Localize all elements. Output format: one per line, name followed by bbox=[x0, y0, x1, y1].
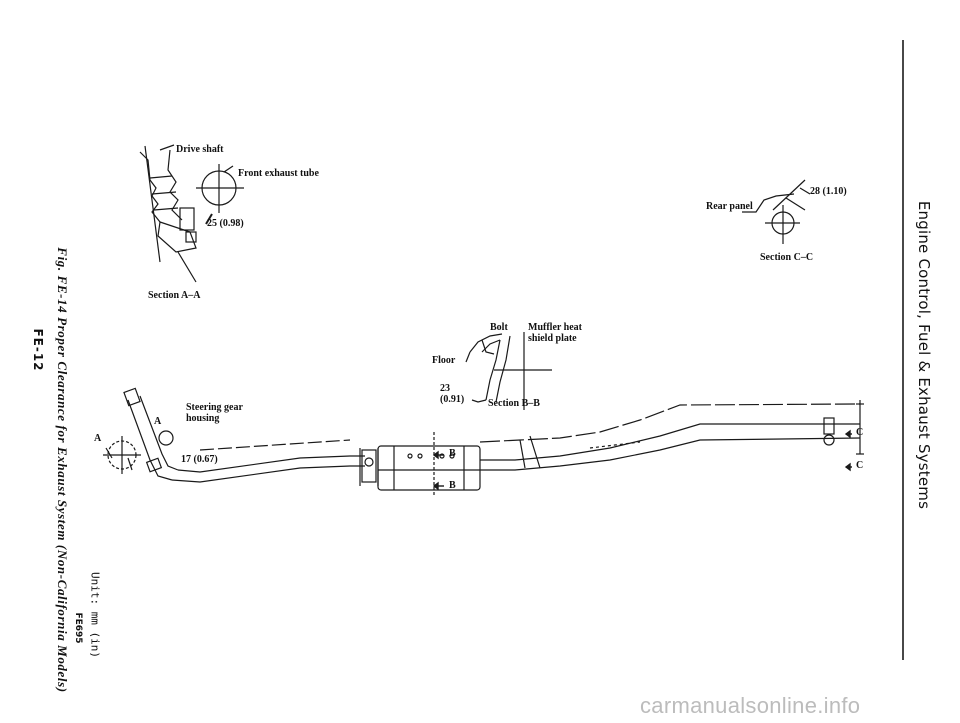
main-exhaust-drawing bbox=[103, 387, 864, 496]
section-c-title: Section C–C bbox=[760, 252, 814, 263]
front-exhaust-tube-label: Front exhaust tube bbox=[238, 168, 319, 179]
steering-gear-label-1: Steering gear bbox=[186, 402, 243, 413]
section-b-b-drawing bbox=[465, 332, 552, 410]
section-c-clearance: 28 (1.10) bbox=[810, 186, 847, 197]
figure-code: FE695 bbox=[73, 612, 83, 644]
marker-b-bottom: B bbox=[449, 480, 456, 491]
section-markers bbox=[432, 429, 852, 491]
section-c-c-drawing bbox=[742, 179, 811, 244]
drive-shaft-label: Drive shaft bbox=[176, 144, 224, 155]
page-number: FE-12 bbox=[31, 328, 45, 372]
main-clearance-label: 17 (0.67) bbox=[181, 454, 218, 465]
section-a-clearance: 25 (0.98) bbox=[207, 218, 244, 229]
section-header: Engine Control, Fuel & Exhaust Systems bbox=[915, 200, 933, 510]
marker-c-top: C bbox=[856, 427, 864, 438]
section-b-clearance-in: (0.91) bbox=[440, 394, 465, 405]
section-a-a-drawing bbox=[139, 144, 244, 283]
rear-panel-label: Rear panel bbox=[706, 201, 753, 212]
muffler-heat-label-2: shield plate bbox=[528, 333, 577, 344]
section-a-title: Section A–A bbox=[148, 290, 201, 301]
steering-gear-label-2: housing bbox=[186, 413, 220, 424]
marker-a-steering: A bbox=[154, 416, 162, 427]
watermark: carmanualsonline.info bbox=[640, 693, 861, 718]
bolt-label: Bolt bbox=[490, 322, 508, 333]
marker-a-left: A bbox=[94, 433, 102, 444]
marker-c-bottom: C bbox=[856, 460, 864, 471]
section-b-title: Section B–B bbox=[488, 398, 540, 409]
muffler-heat-label-1: Muffler heat bbox=[528, 322, 582, 333]
section-b-clearance-mm: 23 bbox=[440, 383, 450, 394]
figure-caption: Fig. FE-14 Proper Clearance for Exhaust … bbox=[55, 247, 70, 693]
floor-label: Floor bbox=[432, 355, 456, 366]
marker-b-top: B bbox=[449, 448, 456, 459]
unit-note: Unit: mm (in) bbox=[88, 571, 102, 659]
